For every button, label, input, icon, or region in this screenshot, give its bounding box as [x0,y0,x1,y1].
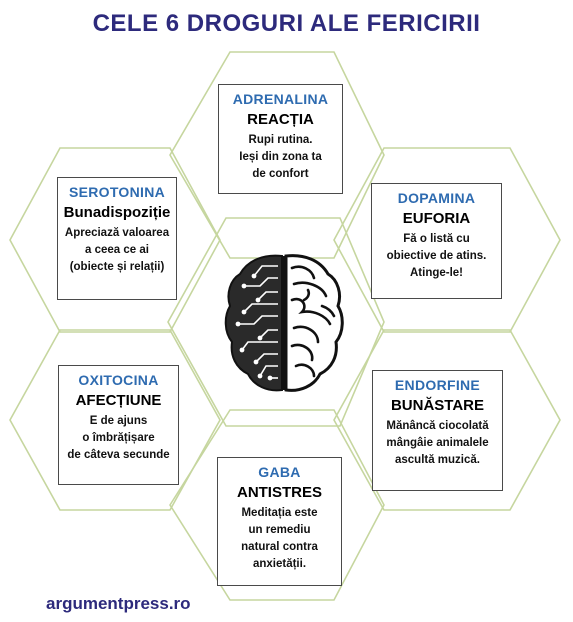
hex-center [167,217,385,427]
description-line: mângâie animalele [386,437,489,449]
cell-adrenalina: ADRENALINA REACȚIA Rupi rutina. Ieși din… [218,84,343,194]
page-title: CELE 6 DROGURI ALE FERICIRII [92,10,481,37]
hormone-name: GABA [258,464,301,480]
hormone-effect: AFECȚIUNE [75,392,162,409]
hormone-effect: BUNĂSTARE [390,397,485,414]
hormone-description: Meditația este un remediu natural contra… [218,505,341,573]
cell-dopamina: DOPAMINA EUFORIA Fă o listă cu obiective… [371,183,502,299]
description-line: o îmbrățișare [82,432,155,444]
description-line: Atinge-le! [409,267,464,279]
hormone-effect: ANTISTRES [236,484,322,501]
hex-bottom [169,409,385,601]
hex-upper-right [333,147,561,333]
description-line: Rupi rutina. [248,134,313,146]
description-line: E de ajuns [89,415,148,427]
description-line: (obiecte și relații) [69,261,165,273]
hex-upper-left [9,147,221,333]
cell-serotonina: SEROTONINA Bunadispoziție Apreciază valo… [57,177,177,300]
description-line: Fă o listă cu [403,233,470,245]
description-line: ascultă muzică. [394,454,480,466]
description-line: un remediu [248,524,311,536]
description-line: Meditația este [241,507,318,519]
hormone-effect: REACȚIA [247,111,314,128]
cell-gaba: GABA ANTISTRES Meditația este un remediu… [217,457,342,586]
description-line: Mănâncă ciocolată [386,420,489,432]
description-line: natural contra [241,541,318,553]
hormone-description: Apreciază valoarea a ceea ce ai (obiecte… [58,225,176,276]
cell-oxitocina: OXITOCINA AFECȚIUNE E de ajuns o îmbrăți… [58,365,179,485]
hormone-description: Rupi rutina. Ieși din zona ta de confort [219,132,342,183]
description-line: a ceea ce ai [85,244,149,256]
hormone-name: OXITOCINA [78,372,159,388]
hormone-name: ENDORFINE [394,377,481,393]
hormone-name: DOPAMINA [397,190,476,206]
description-line: Apreciază valoarea [64,227,170,239]
hormone-name: SEROTONINA [68,184,166,200]
hex-top [169,51,385,259]
footer-website: argumentpress.ro [46,594,191,613]
hex-lower-left [9,329,221,511]
description-line: de confort [252,168,309,180]
hormone-description: Mănâncă ciocolată mângâie animalele ascu… [373,418,502,469]
hormone-name: ADRENALINA [232,91,329,107]
description-line: anxietății. [252,558,307,570]
description-line: obiective de atins. [386,250,487,262]
brain-circuit-icon [224,254,344,392]
hormone-effect: Bunadispoziție [63,204,171,221]
hormone-description: Fă o listă cu obiective de atins. Atinge… [372,231,501,282]
description-line: Ieși din zona ta [239,151,322,163]
hormone-effect: EUFORIA [402,210,471,227]
description-line: de câteva secunde [67,449,170,461]
cell-endorfine: ENDORFINE BUNĂSTARE Mănâncă ciocolată mâ… [372,370,503,491]
hormone-description: E de ajuns o îmbrățișare de câteva secun… [59,413,178,464]
hex-lower-right [333,329,561,511]
